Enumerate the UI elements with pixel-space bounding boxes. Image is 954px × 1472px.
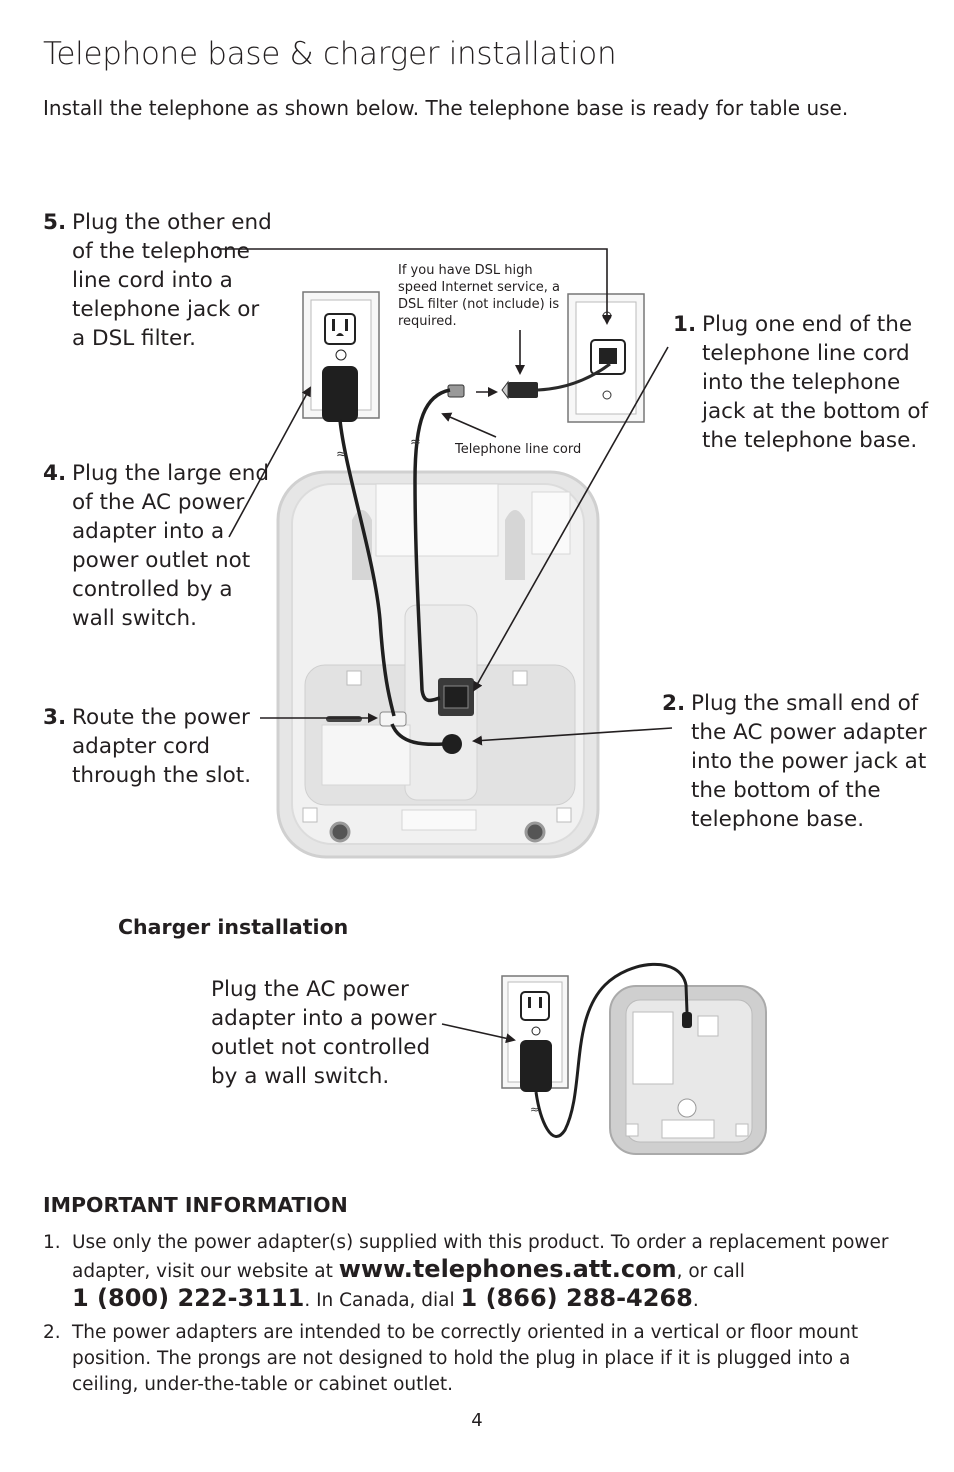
- step-1: 1.Plug one end of the telephone line cor…: [673, 310, 932, 455]
- page-title: Telephone base & charger installation: [43, 36, 617, 72]
- svg-text:≈: ≈: [410, 435, 421, 450]
- intro-text: Install the telephone as shown below. Th…: [43, 96, 849, 120]
- step-text: Plug the other end of the telephone line…: [72, 210, 272, 351]
- dsl-filter-illustration: [447, 362, 611, 400]
- item-text: Use only the power adapter(s) supplied w…: [72, 1232, 889, 1282]
- svg-text:≈: ≈: [530, 1103, 539, 1116]
- important-heading: IMPORTANT INFORMATION: [43, 1193, 348, 1217]
- telephone-wall-jack-illustration: [567, 293, 645, 423]
- phone-us: 1 (800) 222-3111: [72, 1284, 305, 1312]
- important-item-1: 1. Use only the power adapter(s) supplied…: [43, 1230, 912, 1314]
- page-number: 4: [471, 1410, 483, 1431]
- website-link[interactable]: www.telephones.att.com: [338, 1255, 677, 1283]
- step-text: Route the power adapter cord through the…: [72, 705, 252, 788]
- telephone-base-illustration: [276, 470, 600, 859]
- item-number: 1.: [43, 1232, 61, 1253]
- step-4: 4.Plug the large end of the AC power ada…: [43, 459, 272, 633]
- svg-text:≈: ≈: [336, 447, 347, 462]
- charger-text: Plug the AC power adapter into a power o…: [211, 977, 437, 1089]
- step-number: 2.: [662, 691, 686, 716]
- item-text: , or call: [676, 1261, 745, 1282]
- charger-illustration: [609, 985, 767, 1155]
- step-text: Plug the small end of the AC power adapt…: [691, 691, 927, 832]
- item-text: .: [692, 1290, 699, 1311]
- step-2: 2.Plug the small end of the AC power ada…: [662, 689, 931, 834]
- step-text: Plug one end of the telephone line cord …: [702, 312, 929, 453]
- important-item-2: 2. The power adapters are intended to be …: [43, 1320, 872, 1398]
- step-3: 3.Route the power adapter cord through t…: [43, 703, 292, 790]
- step-number: 4.: [43, 461, 67, 486]
- line-cord-label: Telephone line cord: [455, 442, 582, 457]
- step-number: 1.: [673, 312, 697, 337]
- item-text: . In Canada, dial: [304, 1290, 461, 1311]
- charger-outlet-illustration: [501, 975, 569, 1092]
- phone-canada: 1 (866) 288-4268: [460, 1284, 693, 1312]
- step-number: 5.: [43, 210, 67, 235]
- step-5: 5.Plug the other end of the telephone li…: [43, 208, 272, 353]
- item-number: 2.: [43, 1322, 61, 1343]
- step-text: Plug the large end of the AC power adapt…: [72, 461, 269, 631]
- power-outlet-illustration: [302, 291, 380, 422]
- step-number: 3.: [43, 705, 67, 730]
- charger-heading: Charger installation: [118, 915, 349, 939]
- item-text: The power adapters are intended to be co…: [72, 1322, 859, 1395]
- dsl-note: If you have DSL high speed Internet serv…: [398, 263, 560, 329]
